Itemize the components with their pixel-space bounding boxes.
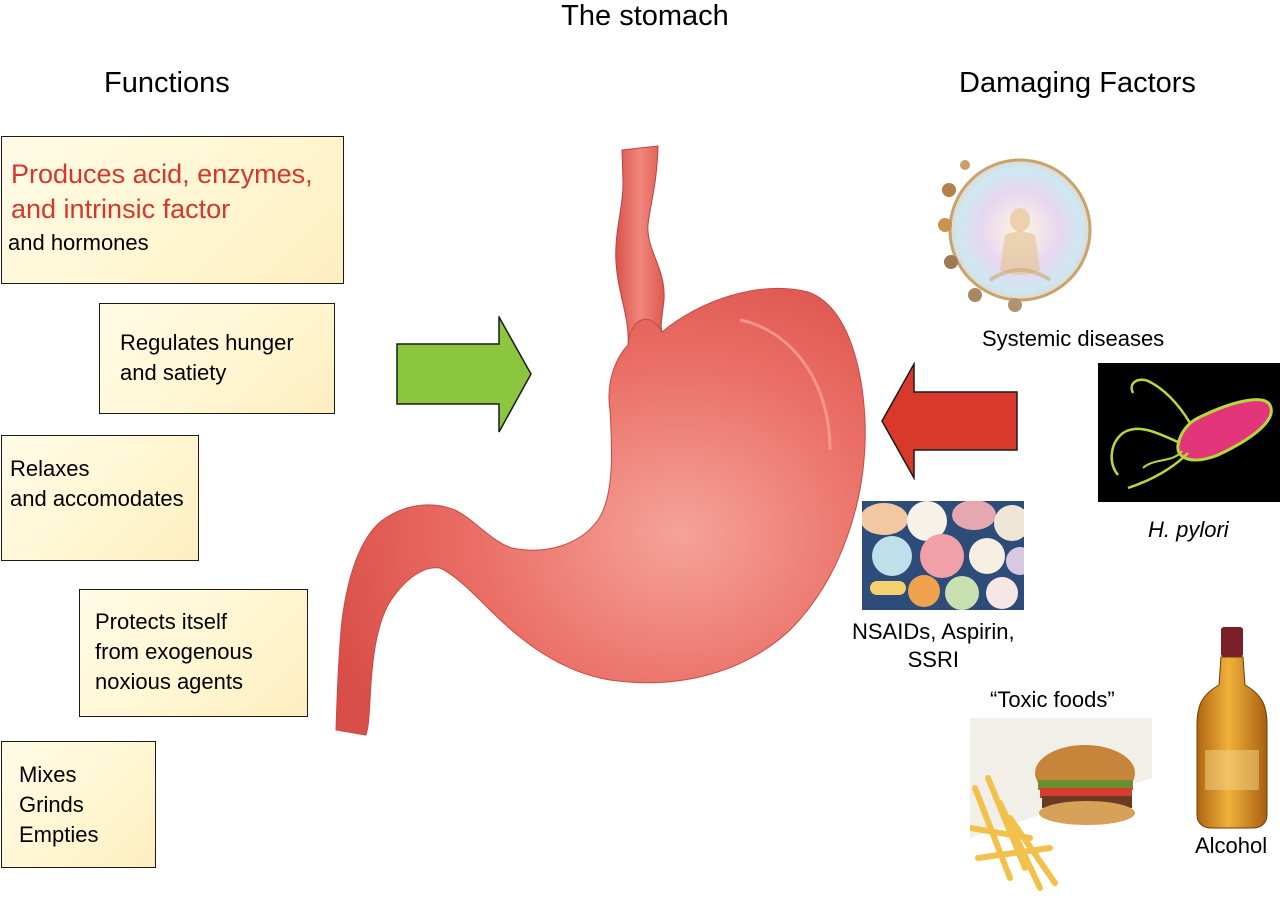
systemic-diseases-label: Systemic diseases <box>982 326 1165 351</box>
function-secretion-red-line2: and intrinsic factor <box>11 194 231 224</box>
toxic-foods-label: “Toxic foods” <box>990 687 1115 712</box>
function-protects-line2: from exogenous <box>95 639 253 664</box>
h-pylori-label: H. pylori <box>1148 517 1229 542</box>
function-protects-line3: noxious agents <box>95 669 243 694</box>
function-box-hunger: Regulates hunger and satiety <box>99 303 335 414</box>
nsaids-label: NSAIDs, Aspirin, SSRI <box>852 618 1015 674</box>
systemic-diseases-image <box>938 158 1092 312</box>
green-arrow-icon <box>396 316 532 433</box>
function-box-relaxes: Relaxes and accomodates <box>1 435 199 561</box>
nsaids-label-line1: NSAIDs, Aspirin, <box>852 619 1015 644</box>
damaging-factors-heading: Damaging Factors <box>959 67 1196 99</box>
alcohol-label: Alcohol <box>1195 833 1268 858</box>
h-pylori-image <box>1098 363 1280 502</box>
toxic-foods-image <box>970 718 1152 900</box>
function-box-mixes: Mixes Grinds Empties <box>1 741 156 868</box>
function-mixes-line2: Grinds <box>19 792 84 817</box>
alcohol-bottle-image <box>1196 627 1268 829</box>
function-hunger-line2: and satiety <box>120 360 227 385</box>
red-arrow-icon <box>881 362 1018 480</box>
diagram-title: The stomach <box>561 0 729 32</box>
function-box-secretion: Produces acid, enzymes, and intrinsic fa… <box>1 136 344 284</box>
function-box-protects: Protects itself from exogenous noxious a… <box>79 589 308 717</box>
pills-image <box>862 501 1024 610</box>
function-protects-line1: Protects itself <box>95 609 228 634</box>
functions-heading: Functions <box>104 67 230 99</box>
function-mixes-line3: Empties <box>19 822 99 847</box>
function-secretion-red-line1: Produces acid, enzymes, <box>11 159 313 189</box>
function-hunger-line1: Regulates hunger <box>120 330 294 355</box>
stomach-illustration <box>335 145 866 736</box>
function-relaxes-line2: and accomodates <box>10 486 184 511</box>
function-secretion-hormones: and hormones <box>8 230 149 255</box>
function-mixes-line1: Mixes <box>19 762 77 787</box>
function-relaxes-line1: Relaxes <box>10 456 90 481</box>
nsaids-label-line2: SSRI <box>907 647 959 672</box>
